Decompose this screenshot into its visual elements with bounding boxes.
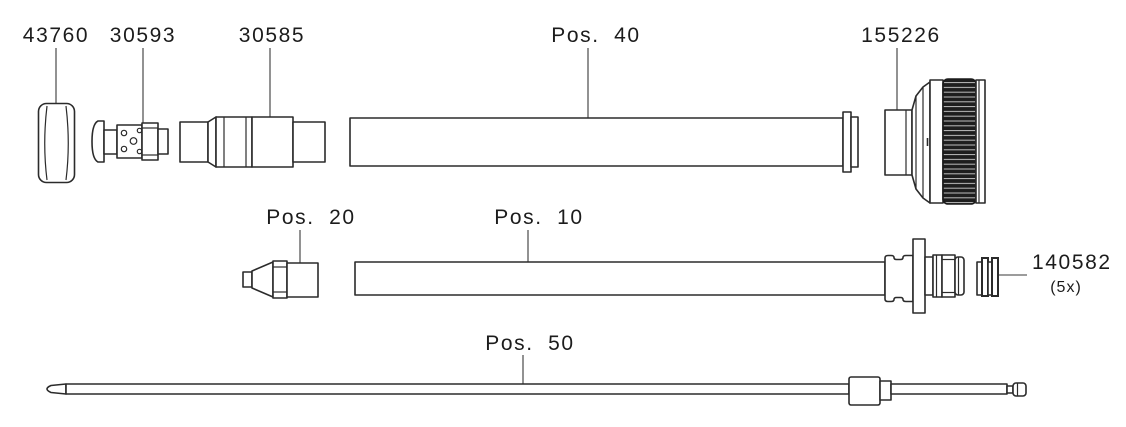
part-hub-pos10 [884,238,965,314]
part-label-pos40: Pos. 40 [551,24,640,47]
part-valve-30593 [91,120,169,163]
part-label-pos50: Pos. 50 [485,332,574,355]
part-outer-tube-pos40 [349,111,859,173]
part-label-140582-qty: (5x) [1050,279,1082,296]
part-inner-tube-pos10 [354,261,886,296]
part-head-155226 [884,78,986,205]
part-adapter-30585 [179,116,326,168]
knurled-wheel [942,78,977,205]
part-stylet-pos50 [46,376,1027,406]
part-label-pos10: Pos. 10 [494,206,583,229]
part-seal-140582 [976,257,999,297]
part-label-155226: 155226 [861,24,941,47]
part-label-pos20: Pos. 20 [266,206,355,229]
part-tip-pos20 [242,260,319,299]
part-cap-43760 [37,102,76,184]
part-label-43760: 43760 [23,24,89,47]
part-label-30585: 30585 [239,24,305,47]
part-label-140582: 140582 [1032,251,1112,274]
labels: 43760 30593 30585 Pos. 40 155226 Pos. 20… [23,24,1112,355]
part-label-30593: 30593 [110,24,176,47]
